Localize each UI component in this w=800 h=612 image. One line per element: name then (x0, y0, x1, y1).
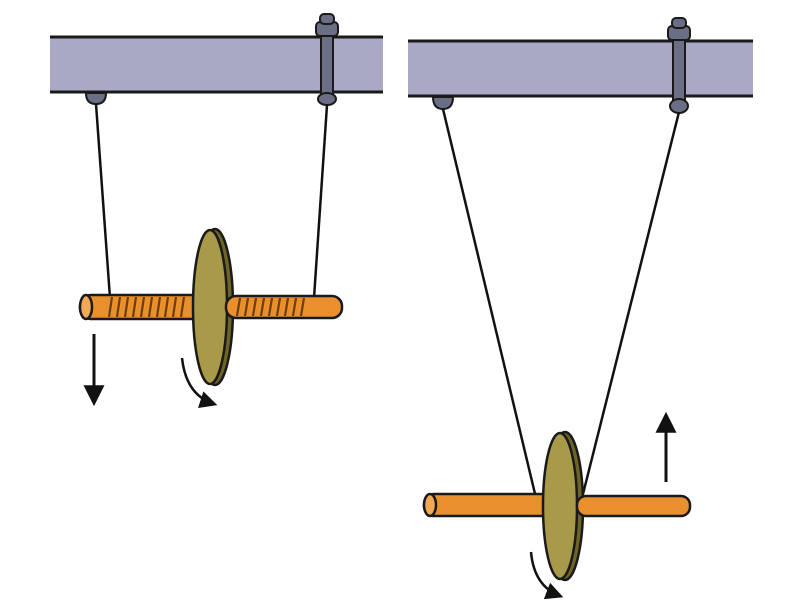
right-axle-right-part (575, 494, 692, 518)
right-string-a (441, 108, 538, 499)
left-rotation-arrow (180, 357, 218, 409)
right-rotation-arrow (529, 551, 564, 600)
right-axle (422, 492, 560, 518)
right-ceiling-beam (408, 41, 753, 96)
left-axle (78, 293, 214, 321)
left-bolt (315, 13, 339, 106)
left-string-a (94, 103, 112, 299)
right-attachment-knob (431, 96, 455, 111)
left-attachment-knob (84, 92, 108, 106)
right-panel (408, 17, 753, 600)
right-string-b (580, 111, 681, 499)
left-panel (50, 13, 383, 409)
right-disk (541, 430, 585, 582)
left-axle-right-part (224, 294, 344, 320)
left-disk (191, 227, 235, 387)
left-string-b (312, 104, 329, 299)
left-axle-windings (107, 296, 186, 318)
right-bolt (667, 17, 691, 114)
